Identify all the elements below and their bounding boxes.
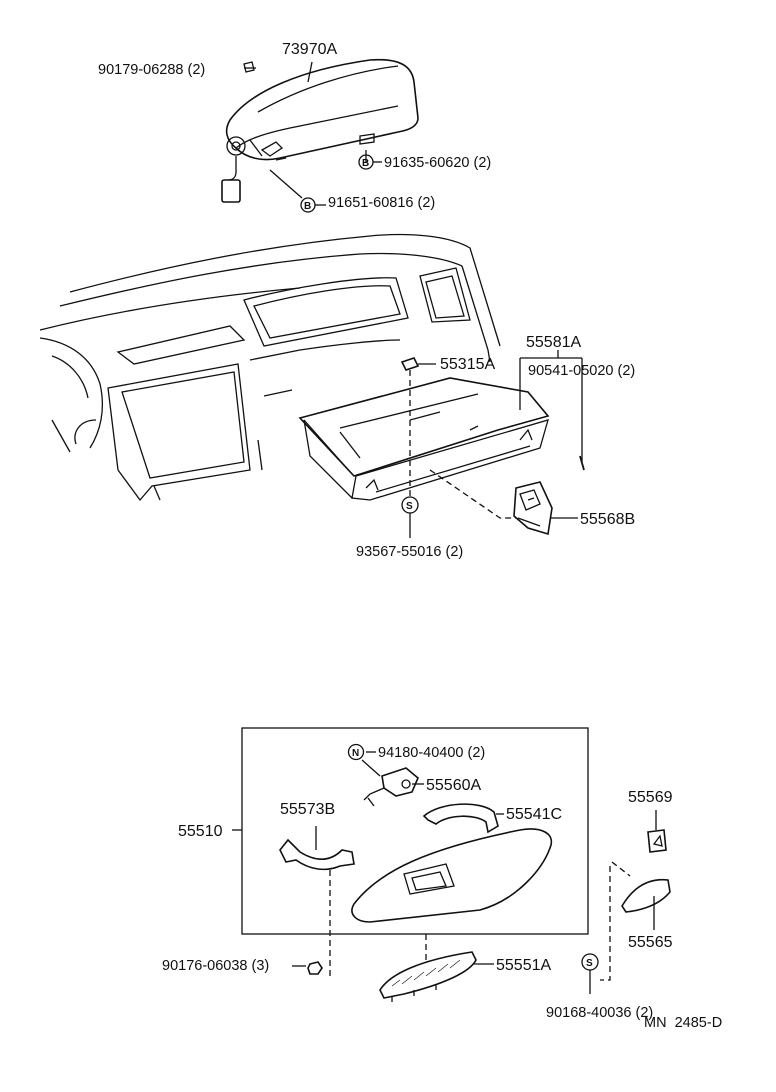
glovebox-door <box>351 828 553 923</box>
label-93567-55016: 93567-55016 (2) <box>356 544 463 560</box>
label-55541C: 55541C <box>506 806 562 823</box>
marker-N-icon <box>347 743 365 761</box>
label-55551A: 55551A <box>496 957 551 974</box>
label-91635-60620: 91635-60620 (2) <box>384 155 491 171</box>
label-90168-40036: 90168-40036 (2) <box>546 1005 653 1021</box>
label-55560A: 55560A <box>426 777 481 794</box>
marker-B-91651: B <box>304 201 311 212</box>
label-55568B: 55568B <box>580 511 635 528</box>
label-91651-60816: 91651-60816 (2) <box>328 195 435 211</box>
label-73970A: 73970A <box>282 41 337 58</box>
label-55569: 55569 <box>628 789 673 806</box>
label-55315A: 55315A <box>440 356 495 373</box>
clip-90179 <box>243 61 255 73</box>
dash-90168 <box>600 861 631 981</box>
part-55565 <box>621 878 671 913</box>
marker-S-90168: S <box>586 958 593 969</box>
marker-S-93567: S <box>406 501 413 512</box>
nut-90176 <box>307 961 323 975</box>
instrument-panel <box>39 233 501 502</box>
label-55581A: 55581A <box>526 334 581 351</box>
leader-73970A <box>307 61 313 83</box>
label-90176-06038: 90176-06038 (3) <box>162 958 269 974</box>
strap-55541C <box>422 803 499 834</box>
airbag-module-73970A <box>221 58 419 203</box>
footer-code: MN 2485-D <box>644 1015 722 1031</box>
marker-B-91635: B <box>362 158 369 169</box>
marker-N-94180: N <box>352 748 359 759</box>
label-55565: 55565 <box>628 934 673 951</box>
bracket-55573B <box>279 838 355 871</box>
glovebox-housing-55581A <box>298 377 550 501</box>
handle-55551A <box>379 951 477 1002</box>
assembly-box-55510 <box>241 727 589 935</box>
label-55573B: 55573B <box>280 801 335 818</box>
bracket-55568B <box>513 481 553 536</box>
dash-55568B <box>429 469 516 519</box>
label-90179-06288: 90179-06288 (2) <box>98 62 205 78</box>
clip-55315A <box>400 357 420 371</box>
leader-91651 <box>269 169 303 199</box>
lock-55560A <box>363 767 419 807</box>
label-94180-40400: 94180-40400 (2) <box>378 745 485 761</box>
bolt-90541 <box>579 455 585 471</box>
label-90541-05020: 90541-05020 (2) <box>528 363 635 379</box>
label-55510: 55510 <box>178 823 223 840</box>
